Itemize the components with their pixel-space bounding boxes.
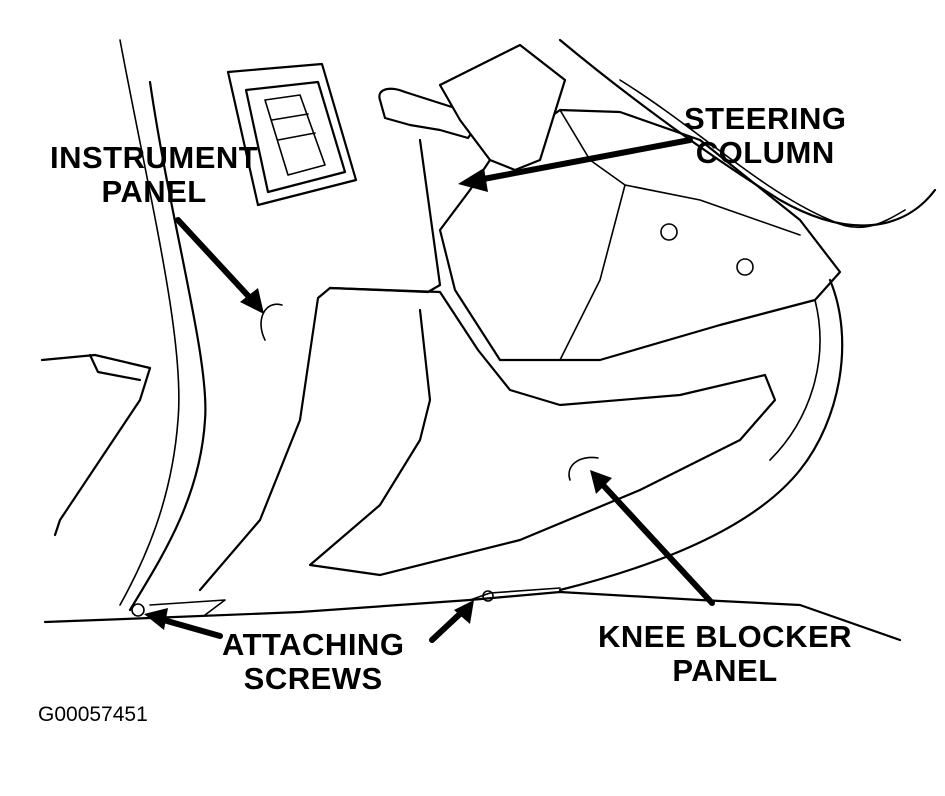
label-steering-column-line1: STEERING (684, 101, 847, 136)
center-panel-frame (198, 138, 442, 592)
lower-edge-inner (149, 587, 561, 616)
left-vent (40, 353, 152, 537)
right-panel-inner-sweep (769, 299, 821, 461)
center-panel-inner (308, 286, 777, 577)
label-knee-blocker-line1: KNEE BLOCKER (598, 619, 853, 654)
cluster-badge (226, 62, 358, 207)
instrument-panel-edge (128, 80, 207, 612)
steering-wheel-rim (558, 38, 937, 227)
steering-column-arrow (458, 137, 693, 192)
label-attaching-screws: ATTACHING SCREWS (222, 628, 404, 696)
knee-blocker-leader-curl (568, 456, 599, 481)
lower-edge (43, 590, 902, 642)
instrument-panel-inner-edge (119, 39, 180, 606)
label-instrument-panel-line2: PANEL (101, 174, 207, 209)
figure-code: G00057451 (38, 703, 148, 726)
knee-blocker-arrow (590, 470, 715, 606)
attaching-screws-arrow-left (144, 608, 223, 639)
label-steering-column: STEERING COLUMN (684, 102, 846, 170)
label-steering-column-line2: COLUMN (695, 135, 835, 170)
steering-column-upper (438, 43, 567, 172)
instrument-panel-leader-curl (260, 303, 283, 341)
attaching-screws-arrow-right (429, 600, 474, 643)
label-knee-blocker-panel: KNEE BLOCKER PANEL (598, 620, 852, 688)
instrument-panel-arrow (175, 217, 264, 314)
shroud-hole-upper (660, 223, 678, 241)
turn-signal-lever (378, 87, 477, 140)
label-instrument-panel-line1: INSTRUMENT (50, 140, 259, 175)
steering-wheel-rim-inner (619, 79, 906, 229)
label-instrument-panel: INSTRUMENT PANEL (50, 141, 258, 209)
steering-column-shroud-edge (559, 109, 801, 361)
right-panel-sweep (558, 278, 844, 592)
shroud-hole-lower (736, 258, 754, 276)
cluster-badge-detail (264, 94, 326, 176)
attaching-screw-right (482, 590, 494, 602)
label-knee-blocker-line2: PANEL (672, 653, 778, 688)
attaching-screw-left (131, 603, 145, 617)
steering-column-shroud (438, 108, 842, 362)
label-attaching-screws-line2: SCREWS (243, 661, 383, 696)
label-attaching-screws-line1: ATTACHING (222, 627, 405, 662)
